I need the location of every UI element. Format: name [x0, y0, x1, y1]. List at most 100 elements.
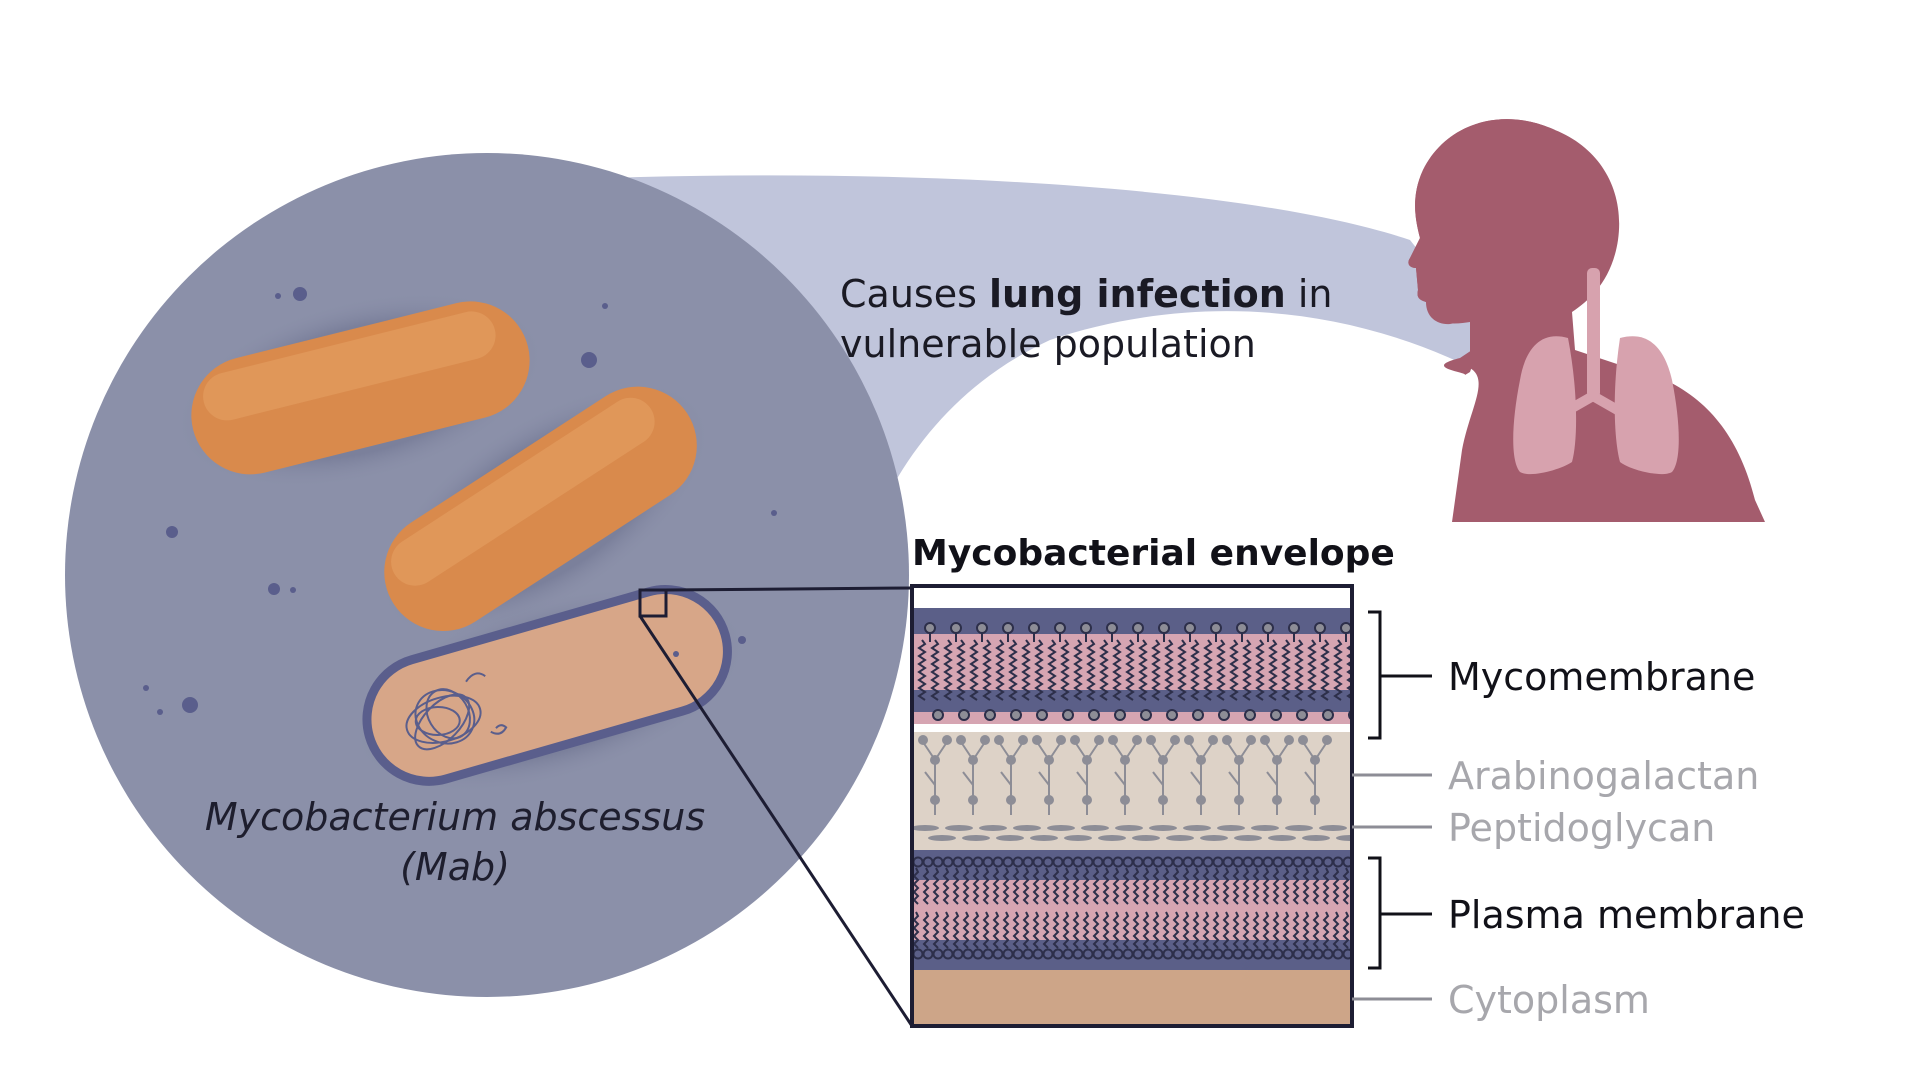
phospholipid-tail	[1042, 867, 1050, 905]
label-cytoplasm: Cytoplasm	[1448, 978, 1650, 1022]
pg-strand	[1030, 835, 1058, 841]
ag-branch	[1190, 771, 1202, 786]
phospholipid-tail	[1192, 867, 1200, 905]
lipid-head	[1322, 709, 1334, 721]
ag-branch	[1152, 771, 1164, 786]
phospholipid-head	[1282, 948, 1294, 960]
species-abbreviation: (Mab)	[400, 845, 510, 889]
phospholipid-head	[1022, 856, 1034, 868]
phospholipid-tail	[1132, 911, 1140, 949]
label-mycomembrane: Mycomembrane	[1448, 655, 1755, 699]
ag-sugar	[1006, 795, 1016, 805]
pg-strand	[1166, 835, 1194, 841]
phospholipid-head	[1142, 856, 1154, 868]
lipid-head	[1296, 709, 1308, 721]
ag-branch	[962, 771, 974, 786]
phospholipid-head	[1202, 856, 1214, 868]
phospholipid-head	[1242, 948, 1254, 960]
pg-strand	[962, 835, 990, 841]
lipid-head	[1262, 622, 1274, 634]
ag-sugar	[1044, 795, 1054, 805]
phospholipid-head	[1312, 948, 1324, 960]
phospholipid-head	[1022, 948, 1034, 960]
phospholipid-tail	[1322, 867, 1330, 905]
phospholipid-head	[982, 948, 994, 960]
phospholipid-tail	[962, 867, 970, 905]
phospholipid-tail	[1342, 911, 1350, 949]
lipid-head	[950, 622, 962, 634]
pg-strand	[945, 825, 973, 831]
phospholipid-tail	[1212, 911, 1220, 949]
phospholipid-tail	[1202, 867, 1210, 905]
ag-branch	[1228, 771, 1240, 786]
phospholipid-tail	[1332, 911, 1340, 949]
phospholipid-tail	[1192, 911, 1200, 949]
phospholipid-tail	[1142, 911, 1150, 949]
mycolic-acid-chain	[1203, 639, 1213, 701]
phospholipid-head	[1102, 856, 1114, 868]
phospholipid-tail	[1082, 911, 1090, 949]
ag-sugar	[1272, 755, 1282, 765]
ag-sugar	[1070, 735, 1080, 745]
phospholipid-tail	[1062, 911, 1070, 949]
phospholipid-head	[1152, 948, 1164, 960]
ag-sugar	[942, 735, 952, 745]
phospholipid-tail	[1042, 911, 1050, 949]
phospholipid-head	[1302, 856, 1314, 868]
peptidoglycan-strands	[912, 825, 1352, 841]
phospholipid-head	[1342, 948, 1352, 960]
ag-sugar	[1222, 735, 1232, 745]
ag-sugar	[1082, 795, 1092, 805]
arabinogalactan-layer	[912, 732, 1352, 820]
species-name: Mycobacterium abscessus	[205, 795, 705, 839]
phospholipid-tail	[1212, 867, 1220, 905]
phospholipid-head	[1032, 856, 1044, 868]
layer-labels: Mycomembrane Arabinogalactan Peptidoglyc…	[1352, 610, 1805, 1022]
label-plasma-membrane: Plasma membrane	[1448, 893, 1805, 937]
phospholipid-tail	[1302, 911, 1310, 949]
phospholipid-head	[1002, 856, 1014, 868]
ag-sugar	[1310, 795, 1320, 805]
phospholipid-head	[1192, 948, 1204, 960]
mycolic-acid-chain	[1112, 639, 1122, 701]
cytoplasm-layer	[912, 970, 1352, 1026]
ag-sugar	[968, 795, 978, 805]
phospholipid-tail	[1062, 867, 1070, 905]
label-peptidoglycan: Peptidoglycan	[1448, 806, 1715, 850]
phospholipid-head	[1322, 948, 1334, 960]
phospholipid-head	[962, 856, 974, 868]
lipid-head	[1184, 622, 1196, 634]
lipid-head	[1028, 622, 1040, 634]
pg-strand	[1183, 825, 1211, 831]
mycolic-acid-chain	[1086, 639, 1096, 701]
ag-sugar	[956, 735, 966, 745]
ag-sugar	[1234, 795, 1244, 805]
ag-sugar	[1082, 755, 1092, 765]
phospholipid-bilayer	[912, 856, 1352, 960]
ag-sugar	[1044, 755, 1054, 765]
phospholipid-head	[992, 948, 1004, 960]
phospholipid-tail	[1172, 867, 1180, 905]
phospholipid-head	[1212, 948, 1224, 960]
phospholipid-head	[1172, 948, 1184, 960]
phospholipid-tail	[922, 867, 930, 905]
pg-strand	[1302, 835, 1330, 841]
phospholipid-tail	[1052, 911, 1060, 949]
ag-branch	[924, 771, 936, 786]
phospholipid-head	[1182, 856, 1194, 868]
ag-sugar	[968, 755, 978, 765]
mycolic-acid-chain	[1307, 639, 1317, 701]
mycolic-acid-chain	[1008, 639, 1018, 701]
phospholipid-head	[1102, 948, 1114, 960]
phospholipid-head	[1272, 948, 1284, 960]
pg-strand	[912, 825, 939, 831]
phospholipid-tail	[942, 867, 950, 905]
lipid-head	[1218, 709, 1230, 721]
ag-sugar	[1006, 755, 1016, 765]
ag-sugar	[1094, 735, 1104, 745]
pg-strand	[1336, 835, 1352, 841]
pg-strand	[979, 825, 1007, 831]
mycolic-acid-chain	[1242, 639, 1252, 701]
phospholipid-tail	[1282, 867, 1290, 905]
